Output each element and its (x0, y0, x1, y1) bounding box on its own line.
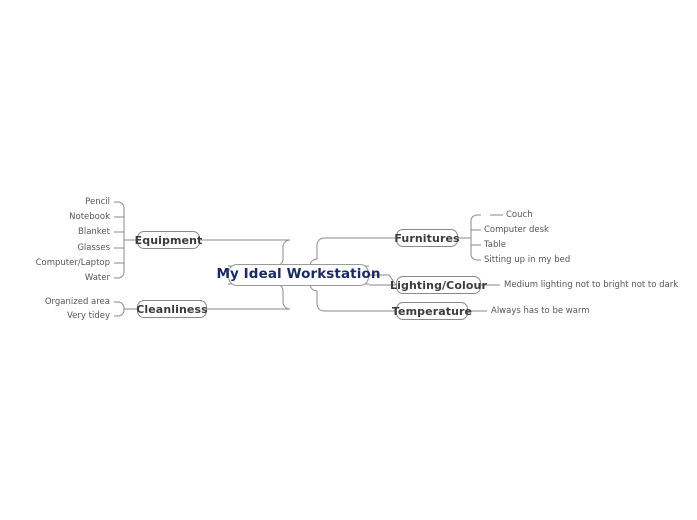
leaf-equipment-0[interactable]: Pencil (85, 197, 110, 207)
branch-node-equipment[interactable]: Equipment (134, 231, 203, 249)
branch-node-furnitures[interactable]: Furnitures (394, 229, 460, 247)
branch-node-temperature[interactable]: Temperature (392, 302, 472, 320)
leaf-equipment-3[interactable]: Glasses (77, 243, 110, 253)
leaf-lighting-colour-0[interactable]: Medium lighting not to bright not to dar… (504, 280, 679, 290)
leaf-furnitures-1[interactable]: Computer desk (484, 225, 549, 235)
leaf-cleanliness-0[interactable]: Organized area (44, 297, 110, 307)
root-node[interactable]: My Ideal Workstation (216, 264, 380, 286)
branch-node-cleanliness[interactable]: Cleanliness (136, 300, 208, 318)
branch-label-cleanliness: Cleanliness (136, 302, 208, 316)
branch-label-equipment: Equipment (134, 233, 203, 247)
branch-label-lighting-colour: Lighting/Colour (390, 278, 487, 292)
leaf-furnitures-0[interactable]: Couch (506, 210, 533, 220)
branch-label-temperature: Temperature (391, 304, 473, 318)
leaf-furnitures-3[interactable]: Sitting up in my bed (484, 255, 571, 265)
leaf-equipment-1[interactable]: Notebook (69, 212, 110, 222)
leaf-cleanliness-1[interactable]: Very tidey (67, 311, 110, 321)
root-node-label: My Ideal Workstation (216, 266, 381, 283)
branch-label-furnitures: Furnitures (394, 231, 460, 245)
leaf-furnitures-2[interactable]: Table (484, 240, 506, 250)
leaf-equipment-4[interactable]: Computer/Laptop (35, 258, 110, 268)
branch-node-lighting-colour[interactable]: Lighting/Colour (390, 276, 487, 294)
leaf-equipment-2[interactable]: Blanket (78, 227, 110, 237)
leaf-temperature-0[interactable]: Always has to be warm (491, 306, 590, 316)
leaf-equipment-5[interactable]: Water (84, 273, 110, 283)
